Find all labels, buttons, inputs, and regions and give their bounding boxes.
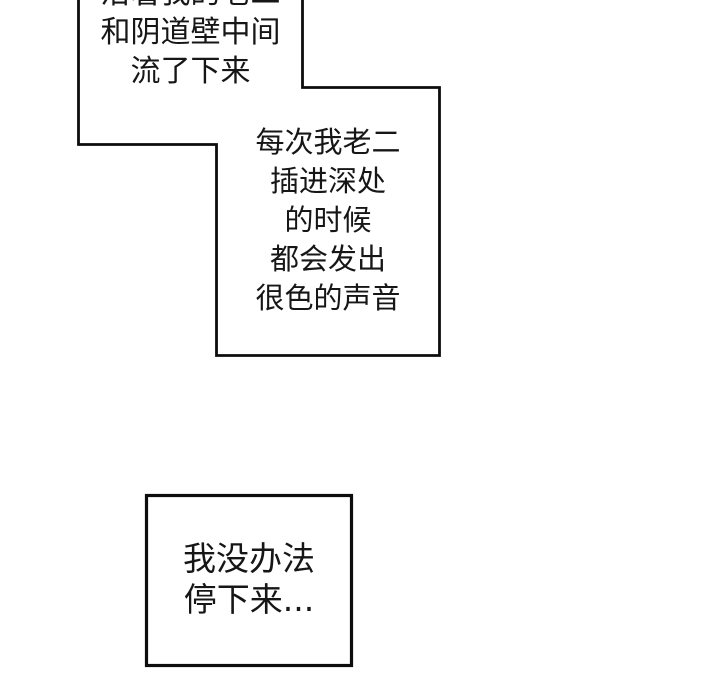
speech-line: 我没办法 xyxy=(183,539,315,578)
speech-box-bottom-outline xyxy=(144,493,354,668)
speech-line: 沿着我的老二 xyxy=(78,0,303,13)
speech-line: 都会发出 xyxy=(269,242,386,276)
speech-line: 和阴道壁中间 xyxy=(100,15,281,50)
speech-line: 插进深处 xyxy=(269,164,386,198)
speech-line: 很色的声音 xyxy=(255,281,401,315)
speech-box-top-left-and-middle-outline xyxy=(77,0,441,357)
speech-line: 每次我老二 xyxy=(255,125,401,159)
speech-line: 的时候 xyxy=(284,203,372,237)
speech-line: 停下来... xyxy=(183,580,315,619)
speech-line: 流了下来 xyxy=(130,54,251,89)
speech-box-middle: 每次我老二 插进深处 的时候 都会发出 很色的声音 xyxy=(217,123,439,318)
speech-box-bottom: 我没办法 停下来... xyxy=(148,538,350,620)
speech-box-top-left: 沿着我的老二 和阴道壁中间 流了下来 xyxy=(78,0,303,91)
